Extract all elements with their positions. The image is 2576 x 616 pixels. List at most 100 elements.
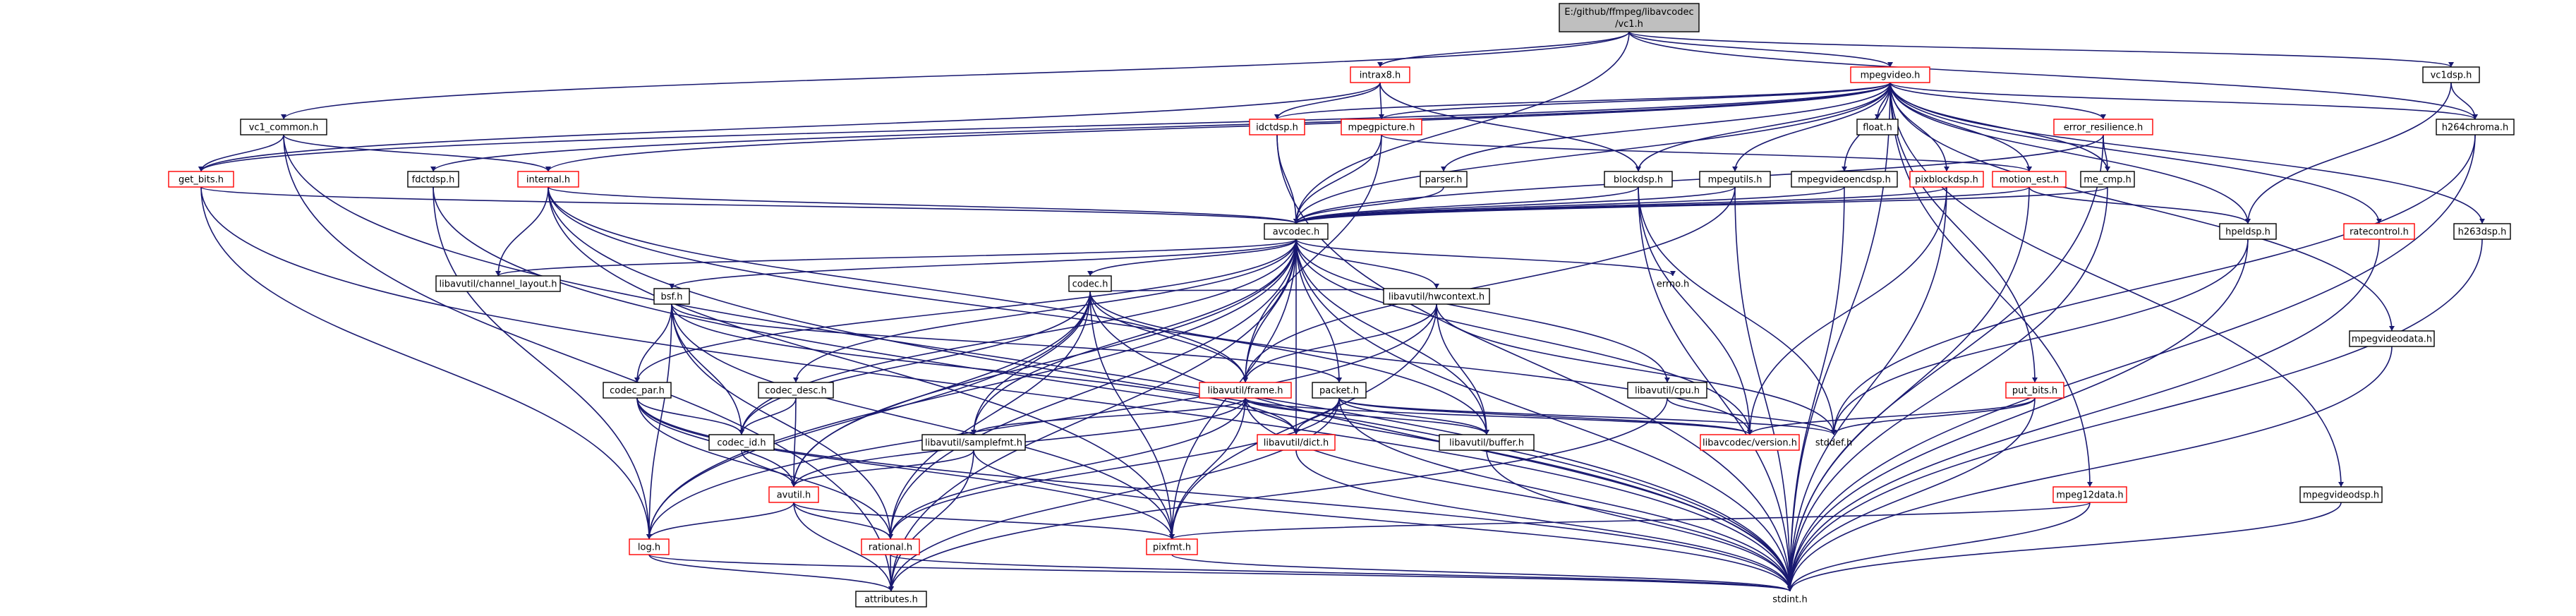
edge-codec_par-to-pixfmt (636, 397, 1173, 540)
node-avcodec[interactable]: avcodec.h (1264, 223, 1329, 240)
edge-blockdsp-to-version (1638, 186, 1750, 435)
node-me-cmp[interactable]: me_cmp.h (2080, 171, 2135, 188)
node-vc1dsp[interactable]: vc1dsp.h (2422, 66, 2480, 83)
edge-motion_est-to-avcodec (1295, 186, 2030, 224)
root-path-line2: /vc1.h (1615, 19, 1643, 30)
node-mpegvideodata[interactable]: mpegvideodata.h (2349, 330, 2435, 347)
edge-codec-to-version (1089, 291, 1750, 435)
node-intrax8[interactable]: intrax8.h (1350, 66, 1410, 83)
node-ratecontrol[interactable]: ratecontrol.h (2343, 223, 2415, 240)
node-bsf[interactable]: bsf.h (653, 288, 690, 305)
node-vc1-h[interactable]: E:/github/ffmpeg/libavcodec /vc1.h (1559, 3, 1700, 32)
edge-arrowhead (1842, 167, 1847, 171)
edge-mpegutils-to-frame (1245, 186, 1736, 383)
node-codec[interactable]: codec.h (1068, 275, 1112, 292)
node-rational[interactable]: rational.h (861, 538, 920, 555)
edge-avcodec-to-channel_layout (497, 238, 1297, 277)
node-float[interactable]: float.h (1856, 119, 1899, 135)
node-log[interactable]: log.h (629, 538, 670, 555)
node-fdctdsp[interactable]: fdctdsp.h (407, 171, 459, 188)
node-label: pixblockdsp.h (1915, 175, 1978, 186)
node-label: internal.h (526, 175, 570, 186)
node-buffer[interactable]: libavutil/buffer.h (1439, 434, 1535, 451)
node-cpu[interactable]: libavutil/cpu.h (1627, 382, 1707, 399)
node-label: stdint.h (1772, 595, 1807, 605)
node-put-bits[interactable]: put_bits.h (2005, 382, 2064, 399)
node-channel-layout[interactable]: libavutil/channel_layout.h (435, 275, 561, 292)
node-label: rational.h (869, 543, 912, 553)
edge-codec_desc-to-avutil (793, 397, 797, 488)
node-box (2219, 223, 2277, 240)
node-label: intrax8.h (1360, 71, 1401, 81)
node-mpegvideo[interactable]: mpegvideo.h (1850, 66, 1930, 83)
node-box (2053, 119, 2153, 135)
edge-avcodec-to-rational (890, 238, 1297, 540)
node-mpegvideodsp[interactable]: mpegvideodsp.h (2299, 486, 2383, 503)
node-label: libavcodec/version.h (1703, 438, 1797, 449)
edge-arrowhead (791, 482, 797, 487)
node-h264chroma[interactable]: h264chroma.h (2436, 119, 2515, 135)
node-codec-desc[interactable]: codec_desc.h (758, 382, 834, 399)
node-dict[interactable]: libavutil/dict.h (1257, 434, 1336, 451)
edge-motion_est-to-stdint (1789, 186, 2030, 592)
node-pixblockdsp[interactable]: pixblockdsp.h (1909, 171, 1984, 188)
edge-arrowhead (2479, 219, 2485, 224)
node-version[interactable]: libavcodec/version.h (1700, 434, 1800, 451)
edge-mpegvideo-to-parser (1443, 82, 1891, 172)
node-mpeg12data[interactable]: mpeg12data.h (2052, 486, 2127, 503)
edge-mpegvideo-to-fdctdsp (433, 82, 1891, 172)
node-internal[interactable]: internal.h (517, 171, 579, 188)
edges (198, 31, 2485, 592)
edge-vc1_common-to-attributes (283, 134, 892, 592)
node-attributes[interactable]: attributes.h (855, 591, 927, 608)
edge-avcodec-to-hwcontext (1295, 238, 1437, 289)
node-avutil[interactable]: avutil.h (768, 486, 819, 503)
node-samplefmt[interactable]: libavutil/samplefmt.h (921, 434, 1026, 451)
node-label: codec_id.h (717, 438, 766, 449)
node-hpeldsp[interactable]: hpeldsp.h (2219, 223, 2277, 240)
node-label: me_cmp.h (2084, 175, 2131, 186)
edge-mpegvideo-to-mpegutils (1734, 82, 1891, 172)
node-mpegpicture[interactable]: mpegpicture.h (1341, 119, 1422, 135)
node-label: stddef.h (1815, 438, 1852, 449)
node-box (1420, 171, 1468, 188)
node-pixfmt[interactable]: pixfmt.h (1146, 538, 1198, 555)
node-stdint[interactable]: stdint.h (1772, 595, 1807, 605)
node-box (1146, 538, 1198, 555)
node-label: libavutil/cpu.h (1635, 386, 1700, 397)
node-h263dsp[interactable]: h263dsp.h (2453, 223, 2511, 240)
edge-arrowhead (646, 534, 652, 539)
node-packet[interactable]: packet.h (1312, 382, 1367, 399)
edge-mpegvideo-to-mpegpicture (1381, 82, 1891, 120)
edge-codec-to-rational (890, 291, 1091, 540)
edge-h263dsp-to-stdint (1789, 238, 2483, 592)
node-label: codec_par.h (610, 386, 665, 397)
node-error-resilience[interactable]: error_resilience.h (2053, 119, 2153, 135)
node-parser[interactable]: parser.h (1420, 171, 1468, 188)
edge-bsf-to-packet (671, 303, 1340, 383)
edge-samplefmt-to-stdint (973, 449, 1791, 592)
edge-bsf-to-rational (671, 303, 891, 540)
node-mpegutils[interactable]: mpegutils.h (1699, 171, 1771, 188)
node-codec-id[interactable]: codec_id.h (708, 434, 775, 451)
node-mpegvideoencdsp[interactable]: mpegvideoencdsp.h (1791, 171, 1898, 188)
edge-cpu-to-attributes (890, 397, 1668, 592)
edge-packet-to-stdint (1338, 397, 1791, 592)
node-box (768, 486, 819, 503)
node-get-bits[interactable]: get_bits.h (168, 171, 234, 188)
edge-arrowhead (634, 378, 640, 382)
node-label: hpeldsp.h (2225, 227, 2270, 238)
node-blockdsp[interactable]: blockdsp.h (1604, 171, 1673, 188)
node-label: attributes.h (864, 595, 918, 605)
node-stddef[interactable]: stddef.h (1815, 438, 1852, 449)
node-idctdsp[interactable]: idctdsp.h (1249, 119, 1305, 135)
node-codec-par[interactable]: codec_par.h (603, 382, 672, 399)
node-frame[interactable]: libavutil/frame.h (1199, 382, 1292, 399)
node-box (1383, 288, 1490, 305)
node-vc1-common[interactable]: vc1_common.h (240, 119, 327, 135)
node-motion-est[interactable]: motion_est.h (1992, 171, 2067, 188)
edge-arrowhead (1293, 219, 1299, 224)
edge-bsf-to-dict (671, 303, 1297, 435)
node-hwcontext[interactable]: libavutil/hwcontext.h (1383, 288, 1490, 305)
node-errno[interactable]: errno.h (1657, 279, 1690, 290)
